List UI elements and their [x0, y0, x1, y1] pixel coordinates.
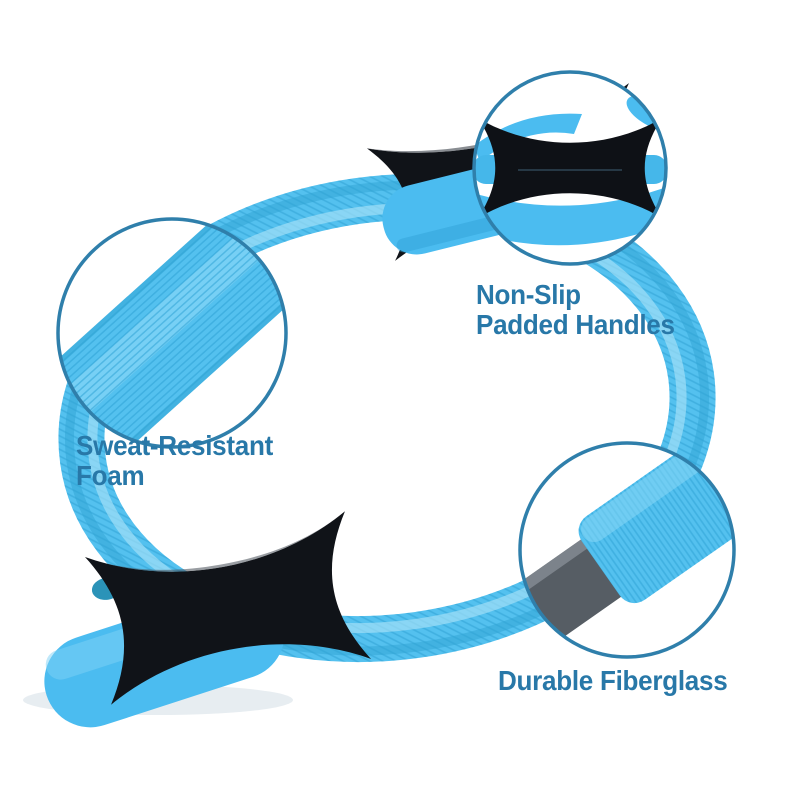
label-line: Durable Fiberglass	[498, 665, 728, 696]
handle-zoom-detail	[474, 95, 666, 246]
label-non-slip-padded-handles: Non-Slip Padded Handles	[476, 280, 675, 340]
callout-circle-handles	[472, 70, 668, 266]
ring-tube	[58, 173, 716, 663]
handle-grip-detail	[478, 118, 662, 218]
callout-foam-border	[56, 217, 288, 449]
callout-circle-foam	[56, 217, 288, 449]
ring-tube-inner-highlight	[87, 202, 687, 634]
ring-tube-outer-shade	[64, 180, 710, 656]
label-line: Sweat-Resistant	[76, 430, 273, 461]
fiberglass-foam-ribs	[578, 443, 734, 604]
fiberglass-bar-sheen	[520, 524, 610, 635]
label-line: Foam	[76, 460, 145, 491]
fiberglass-bar	[520, 524, 644, 657]
label-sweat-resistant-foam: Sweat-Resistant Foam	[76, 431, 273, 491]
ring-tube-rib-texture	[58, 173, 716, 663]
handle-pad-top-left	[474, 113, 582, 162]
bottom-handle-grip	[84, 511, 372, 705]
foam-band-edge-bottom	[94, 270, 286, 447]
foam-band-edge-top	[58, 219, 250, 396]
callout-fiberglass-border	[518, 441, 736, 659]
bottom-handle	[44, 511, 372, 728]
foam-zoom-detail	[58, 219, 286, 447]
callout-handles-border	[472, 70, 668, 266]
callout-circle-fiberglass	[518, 441, 736, 659]
foam-band-ribs	[58, 219, 286, 447]
label-line: Non-Slip	[476, 279, 581, 310]
label-durable-fiberglass: Durable Fiberglass	[498, 665, 728, 696]
handle-pad-bottom	[474, 188, 666, 246]
label-line: Padded Handles	[476, 309, 675, 340]
